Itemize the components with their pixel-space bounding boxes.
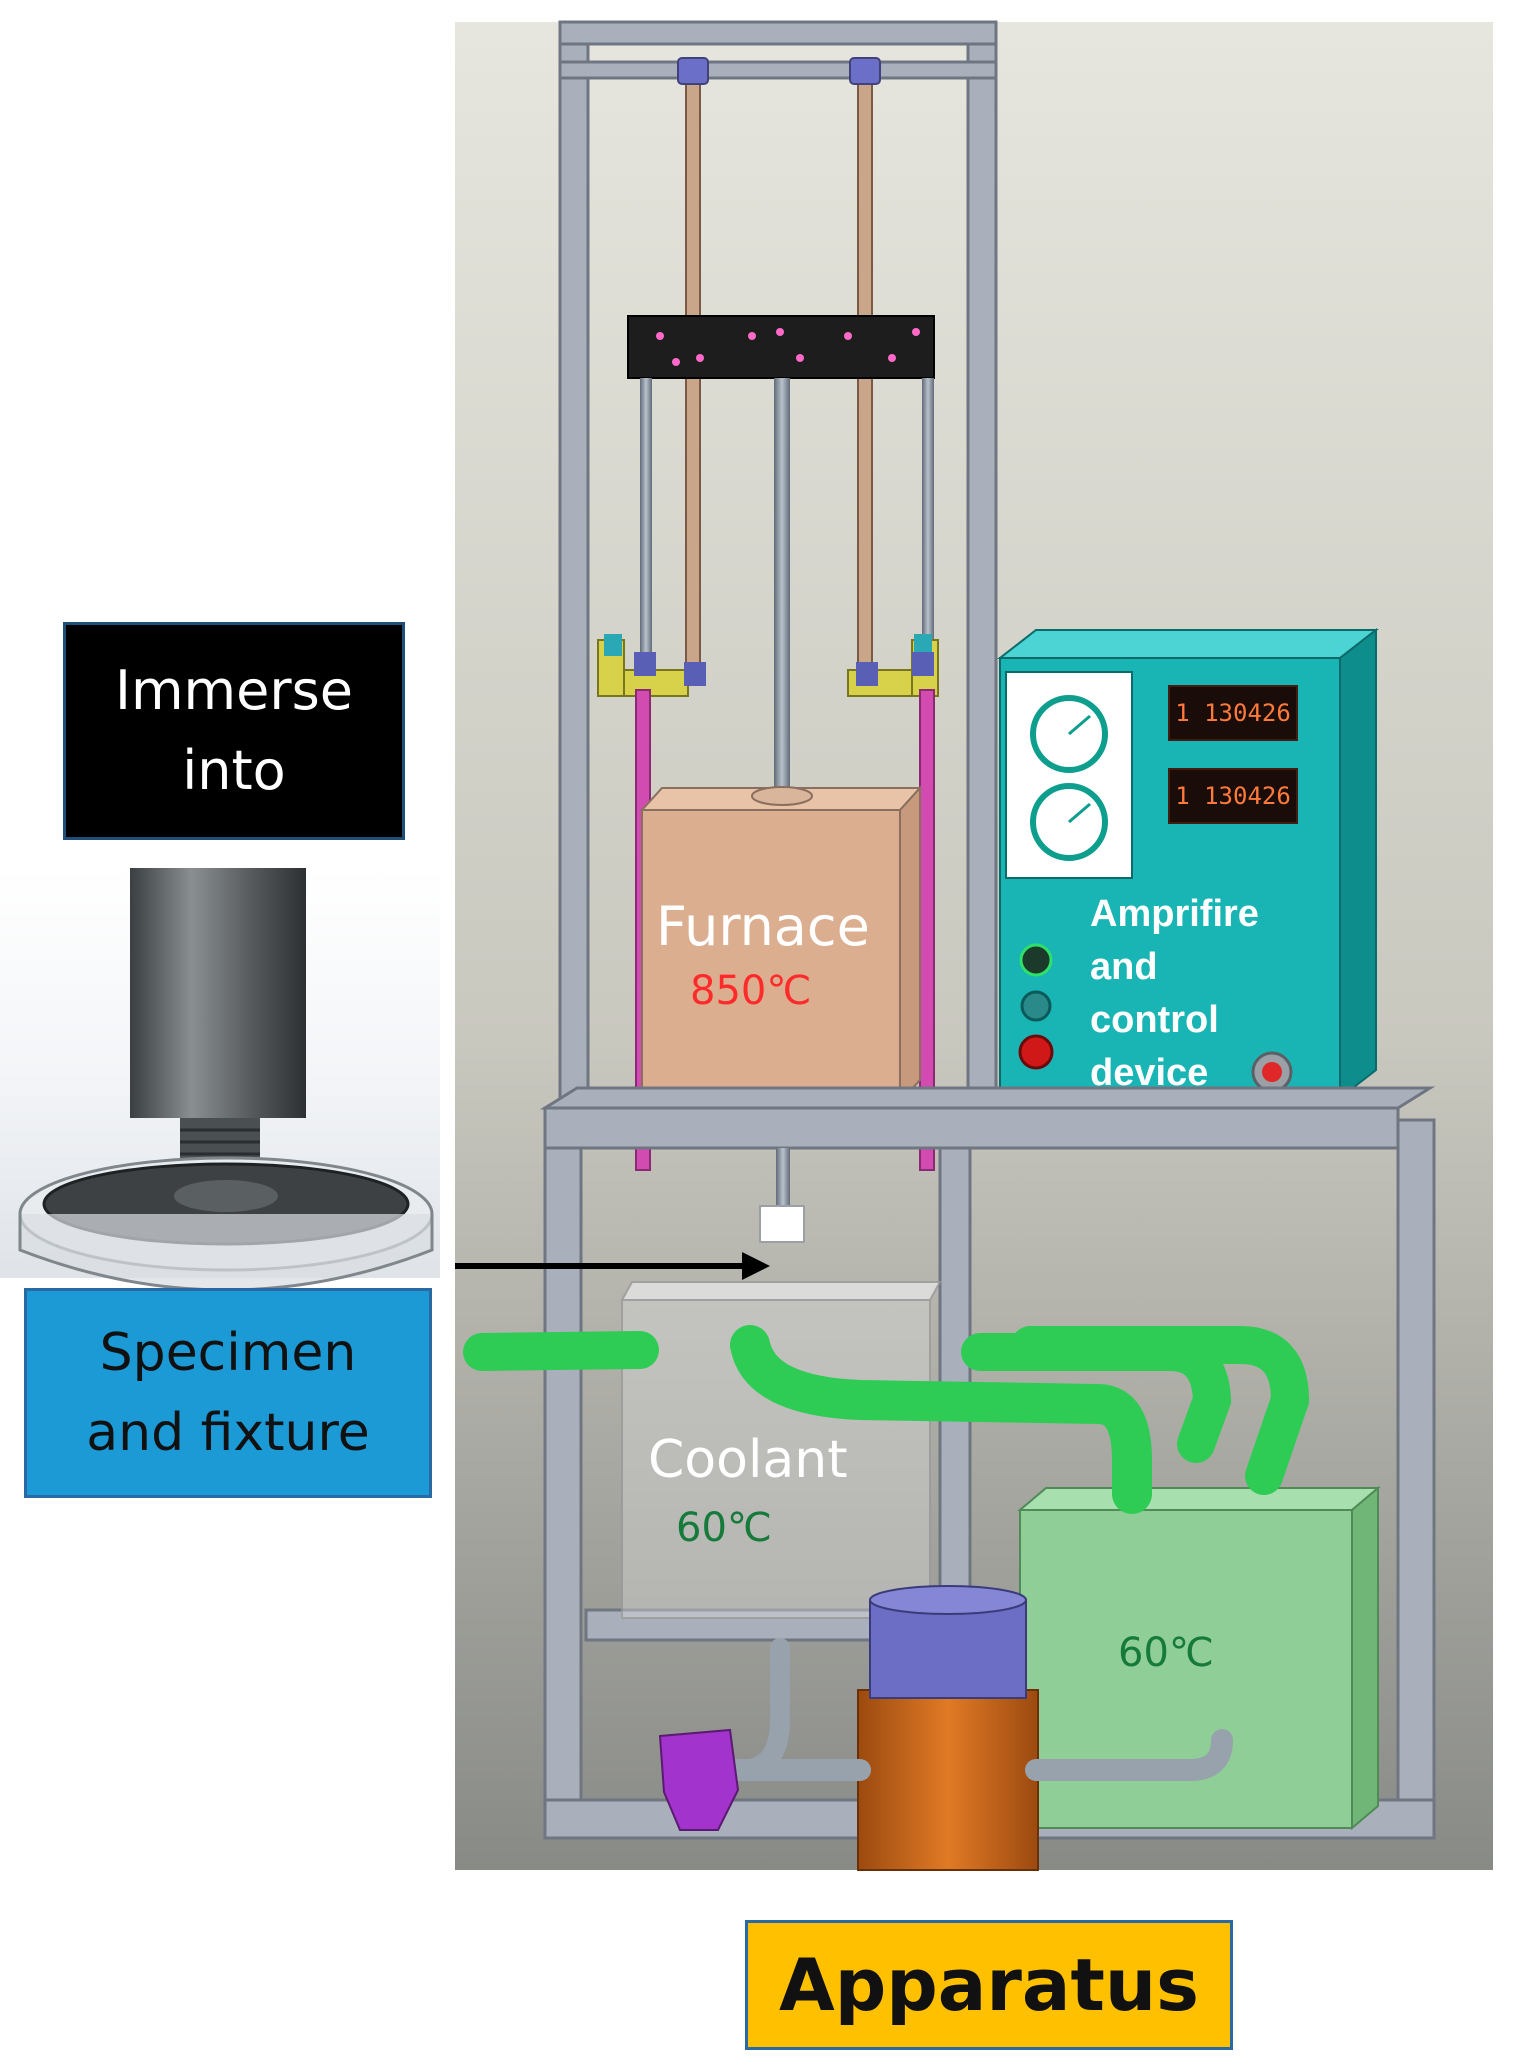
specimen-fixture-image xyxy=(0,868,440,1292)
crossbeam-bolts xyxy=(656,328,920,366)
apparatus-label: Apparatus xyxy=(745,1920,1233,2050)
coolant-temperature: 60℃ xyxy=(676,1505,772,1551)
furnace-temperature: 850℃ xyxy=(690,968,812,1014)
device-line-2: and xyxy=(1090,946,1158,988)
counter-display-1: 1 130426 xyxy=(1168,685,1298,741)
specimen-fixture-label: Specimen and fixture xyxy=(24,1288,432,1498)
upper-frame xyxy=(558,20,998,1104)
hanging-specimen xyxy=(759,1148,805,1243)
immerse-line-2: into xyxy=(182,739,286,802)
coolant-label: Coolant xyxy=(648,1430,848,1490)
rod-caps xyxy=(677,57,881,85)
specimen-line-1: Specimen xyxy=(99,1323,357,1383)
device-line-1: Amprifire xyxy=(1090,893,1259,935)
clamp-right xyxy=(847,634,939,697)
reservoir-temperature: 60℃ xyxy=(1118,1630,1214,1676)
furnace xyxy=(639,785,923,1105)
immerse-into-label: Immerse into xyxy=(63,622,405,840)
coolant-pipes xyxy=(463,1325,1310,1514)
crossbeam xyxy=(627,315,935,379)
clamp-left xyxy=(597,634,706,697)
control-device-label: Amprifire and control device xyxy=(1090,888,1290,1100)
immerse-arrow xyxy=(455,1252,770,1280)
counter-display-2: 1 130426 xyxy=(1168,768,1298,824)
guide-rods xyxy=(640,378,934,788)
furnace-label: Furnace xyxy=(656,895,870,958)
pump xyxy=(658,1585,1233,1871)
immerse-line-1: Immerse xyxy=(115,659,353,722)
coolant-tank xyxy=(620,1281,942,1619)
device-line-3: control xyxy=(1090,999,1219,1041)
specimen-line-2: and fixture xyxy=(86,1403,370,1463)
device-line-4: device xyxy=(1090,1052,1209,1094)
